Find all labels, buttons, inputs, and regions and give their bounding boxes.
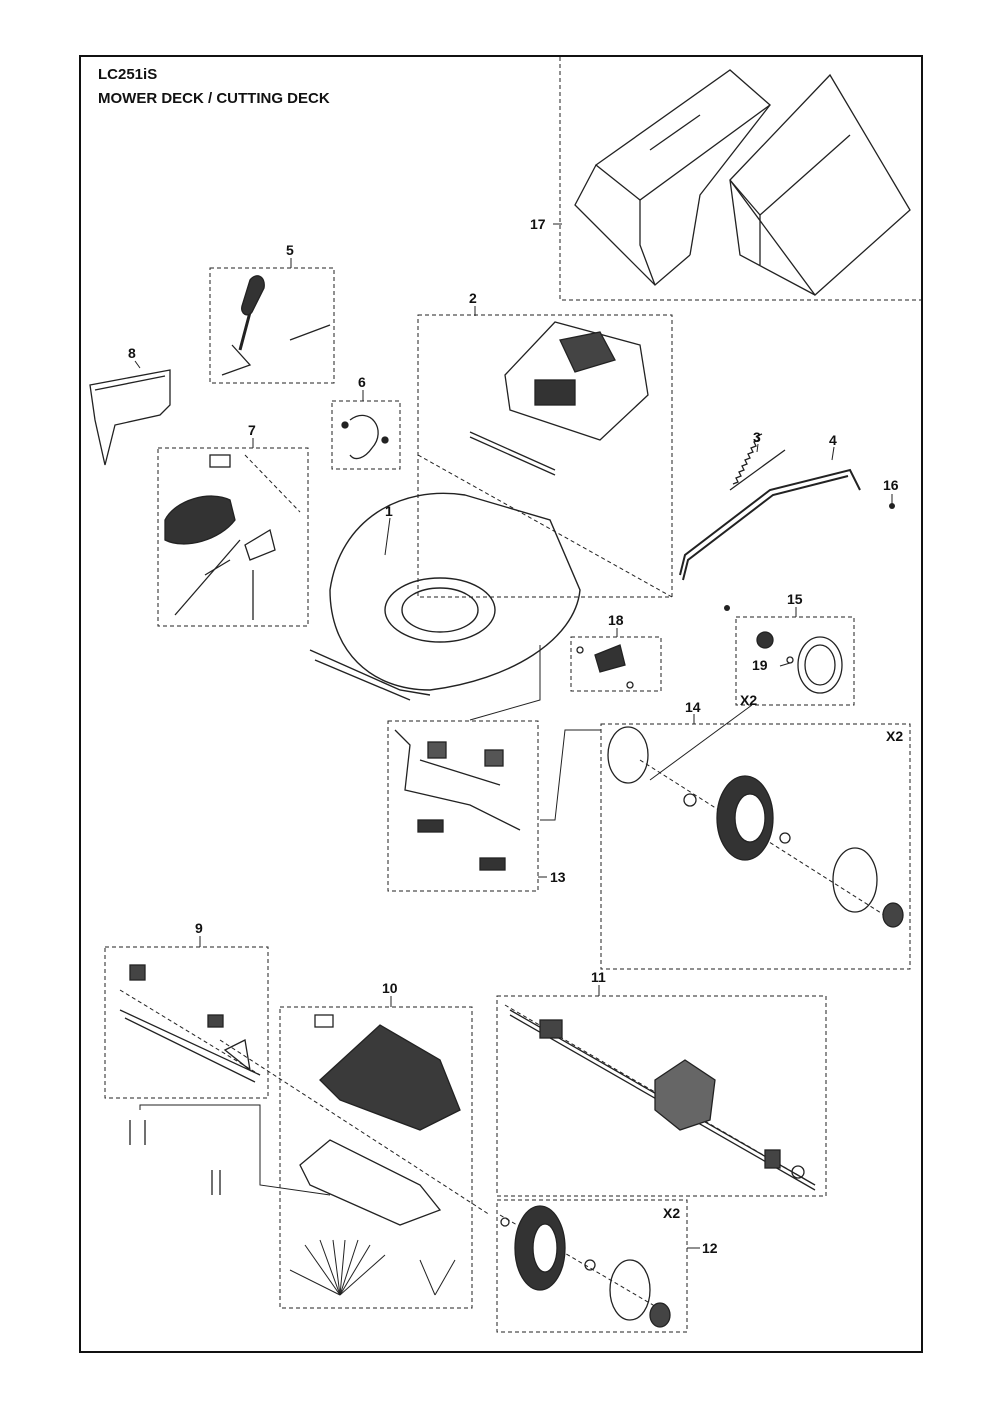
quantity-mark: X2 <box>663 1205 680 1221</box>
callout-4: 4 <box>829 432 837 448</box>
group-box-14 <box>600 723 911 970</box>
nut <box>724 605 730 611</box>
spring <box>729 433 786 491</box>
grass-bag <box>729 73 911 296</box>
leader-line <box>540 729 601 821</box>
rear-rod <box>679 468 861 581</box>
height-lever <box>221 275 331 376</box>
callout-2: 2 <box>469 290 477 306</box>
callout-19: 19 <box>752 657 768 673</box>
callout-6: 6 <box>358 374 366 390</box>
lift-arm <box>119 964 261 1195</box>
callout-11: 11 <box>591 969 606 985</box>
leader-line <box>134 360 141 369</box>
quantity-mark: X2 <box>886 728 903 744</box>
callout-12: 12 <box>702 1240 718 1256</box>
page-frame <box>79 55 923 1353</box>
pivot-bracket <box>576 644 634 689</box>
model-title: LC251iS <box>98 66 158 83</box>
callout-18: 18 <box>608 612 624 628</box>
group-box-15 <box>735 616 855 706</box>
group-box-10 <box>279 1006 473 1309</box>
group-box-9 <box>104 946 269 1099</box>
bracket <box>341 414 389 460</box>
callout-17: 17 <box>530 216 546 232</box>
callout-8: 8 <box>128 345 136 361</box>
leader-line <box>756 443 759 453</box>
hinge-rod <box>469 431 556 476</box>
leader-line <box>649 704 753 781</box>
rear-wheel <box>607 726 904 928</box>
group-box-5 <box>209 267 335 384</box>
group-box-7 <box>157 447 309 627</box>
group-box-13 <box>387 720 539 892</box>
leader-line <box>139 1104 331 1196</box>
front-wheel <box>500 1205 671 1328</box>
group-box-18 <box>570 636 662 692</box>
leader-line <box>831 446 835 461</box>
leader-line <box>779 662 791 667</box>
screws <box>289 1239 456 1296</box>
group-box-17 <box>559 57 921 301</box>
callout-16: 16 <box>883 477 899 493</box>
height-adjuster <box>164 454 276 620</box>
deck-cover <box>504 321 649 441</box>
callout-3: 3 <box>753 429 761 445</box>
grass-bag-frame <box>574 69 772 286</box>
cutting-deck <box>309 492 581 701</box>
group-box-11 <box>496 995 827 1197</box>
axis-line <box>417 454 673 598</box>
axis-line <box>244 454 301 513</box>
section-title: MOWER DECK / CUTTING DECK <box>98 90 330 107</box>
rear-cover <box>299 1014 461 1226</box>
callout-13: 13 <box>550 869 566 885</box>
callout-9: 9 <box>195 920 203 936</box>
axis-line <box>119 989 261 1076</box>
callout-10: 10 <box>382 980 398 996</box>
callout-7: 7 <box>248 422 256 438</box>
gear-assembly <box>756 631 843 694</box>
callout-14: 14 <box>685 699 701 715</box>
drive-shaft-motor <box>509 1009 816 1191</box>
callout-15: 15 <box>787 591 803 607</box>
group-box-12 <box>496 1199 688 1333</box>
group-box-2 <box>417 314 673 598</box>
leader-line <box>384 517 391 556</box>
callout-1: 1 <box>385 503 393 519</box>
axis-line <box>639 759 901 926</box>
group-box-6 <box>331 400 401 470</box>
nut <box>889 503 895 509</box>
leader-line <box>469 645 541 721</box>
front-guard <box>89 369 171 466</box>
axis-line <box>219 1039 491 1216</box>
quantity-mark: X2 <box>740 692 757 708</box>
front-axle <box>394 729 521 871</box>
callout-5: 5 <box>286 242 294 258</box>
